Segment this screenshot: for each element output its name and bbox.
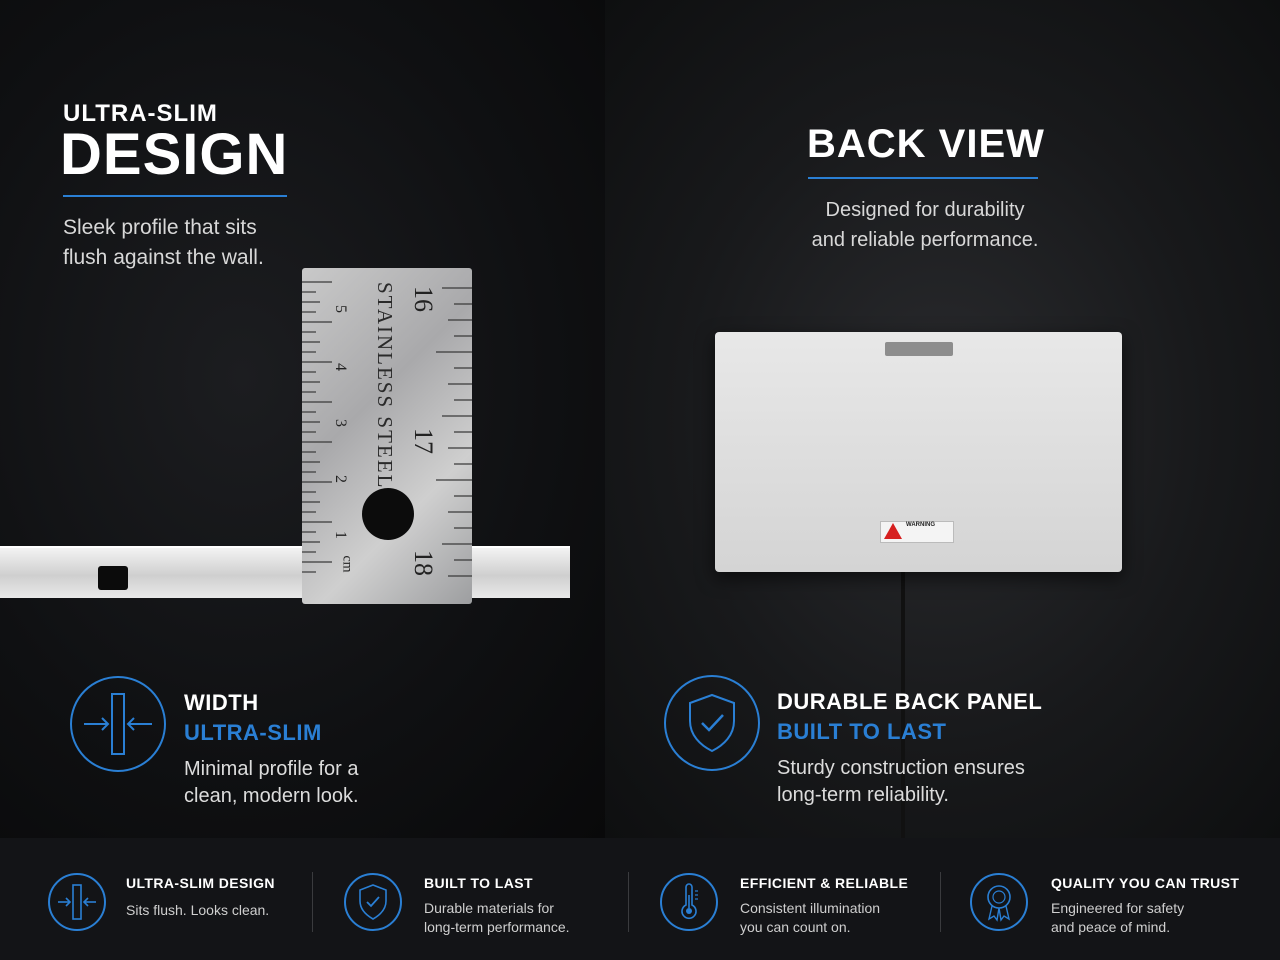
right-feature-title: DURABLE BACK PANEL (777, 689, 1043, 714)
strip-item-ultra-slim: ULTRA-SLIM DESIGN Sits flush. Looks clea… (48, 838, 308, 960)
strip-item-built-to-last: BUILT TO LAST Durable materials for long… (344, 838, 624, 960)
left-headline: DESIGN (60, 122, 289, 187)
right-headline: BACK VIEW (807, 122, 1045, 166)
right-subline-1: Designed for durability (825, 199, 1025, 221)
left-accent-rule (63, 195, 287, 197)
strip-desc: Sits flush. Looks clean. (126, 901, 326, 920)
back-view-panel: BACK VIEW Designed for durability and re… (605, 0, 1280, 838)
ruler-inch-16: 16 (409, 286, 438, 312)
left-subline: Sleek profile that sits flush against th… (63, 213, 323, 273)
ruler-brand-text: STAINLESS STEEL (373, 282, 397, 490)
right-subline: Designed for durability and reliable per… (775, 195, 1075, 255)
width-arrows-icon (70, 676, 166, 772)
strip-title: ULTRA-SLIM DESIGN (126, 875, 275, 891)
right-accent-rule (808, 177, 1038, 179)
mounting-bracket (885, 342, 953, 356)
award-ribbon-icon (970, 873, 1028, 931)
strip-desc: Consistent illumination you can count on… (740, 899, 940, 937)
ruler-inch-18: 18 (409, 550, 438, 576)
power-cable (901, 572, 905, 838)
strip-item-efficient: EFFICIENT & RELIABLE Consistent illumina… (660, 838, 930, 960)
thermometer-icon (660, 873, 718, 931)
ruler-cm-4: 4 (332, 363, 349, 371)
right-feature-desc: Sturdy construction ensures long-term re… (777, 755, 1077, 809)
strip-desc-1: Engineered for safety (1051, 900, 1185, 916)
strip-item-quality: QUALITY YOU CAN TRUST Engineered for saf… (970, 838, 1260, 960)
right-feature-desc-2: long-term reliability. (777, 784, 949, 806)
width-arrows-icon (48, 873, 106, 931)
left-kicker: ULTRA-SLIM (63, 100, 218, 127)
left-feature-desc-2: clean, modern look. (184, 785, 359, 807)
product-edge-profile (0, 546, 570, 598)
ultra-slim-panel: ULTRA-SLIM DESIGN Sleek profile that sit… (0, 0, 605, 838)
strip-desc-2: long-term performance. (424, 919, 570, 935)
ruler-hole (362, 488, 414, 540)
cable-port (98, 566, 128, 590)
strip-desc-1: Durable materials for (424, 900, 554, 916)
left-subline-2: flush against the wall. (63, 246, 264, 269)
right-feature-desc-1: Sturdy construction ensures (777, 757, 1025, 779)
left-feature-title: WIDTH (184, 690, 259, 715)
ruler-unit: cm (339, 555, 355, 573)
right-subline-2: and reliable performance. (811, 229, 1039, 251)
ruler-inch-17: 17 (409, 428, 438, 454)
shield-check-icon (344, 873, 402, 931)
strip-divider (940, 872, 941, 932)
ruler-cm-1: 1 (332, 531, 349, 539)
strip-title: EFFICIENT & RELIABLE (740, 875, 909, 891)
strip-desc-2: and peace of mind. (1051, 919, 1171, 935)
left-subline-1: Sleek profile that sits (63, 216, 257, 239)
strip-title: BUILT TO LAST (424, 875, 533, 891)
left-feature-accent: ULTRA-SLIM (184, 720, 322, 745)
left-feature-desc: Minimal profile for a clean, modern look… (184, 756, 484, 810)
warning-triangle-icon (884, 523, 902, 539)
warning-label: WARNING (906, 522, 935, 528)
strip-desc-1: Consistent illumination (740, 900, 881, 916)
strip-desc-2: you can count on. (740, 919, 851, 935)
strip-divider (628, 872, 629, 932)
strip-title: QUALITY YOU CAN TRUST (1051, 875, 1240, 891)
strip-desc-1: Sits flush. Looks clean. (126, 902, 270, 918)
ruler-cm-5: 5 (332, 305, 349, 313)
ruler-cm-3: 3 (332, 419, 349, 427)
feature-strip: ULTRA-SLIM DESIGN Sits flush. Looks clea… (0, 838, 1280, 960)
strip-divider (312, 872, 313, 932)
left-feature-desc-1: Minimal profile for a (184, 758, 359, 780)
strip-desc: Engineered for safety and peace of mind. (1051, 899, 1251, 937)
ruler-ticks (302, 281, 472, 577)
shield-check-icon (664, 675, 760, 771)
strip-desc: Durable materials for long-term performa… (424, 899, 624, 937)
ruler-cm-2: 2 (332, 475, 349, 483)
steel-ruler (302, 268, 472, 604)
right-feature-accent: BUILT TO LAST (777, 719, 947, 744)
